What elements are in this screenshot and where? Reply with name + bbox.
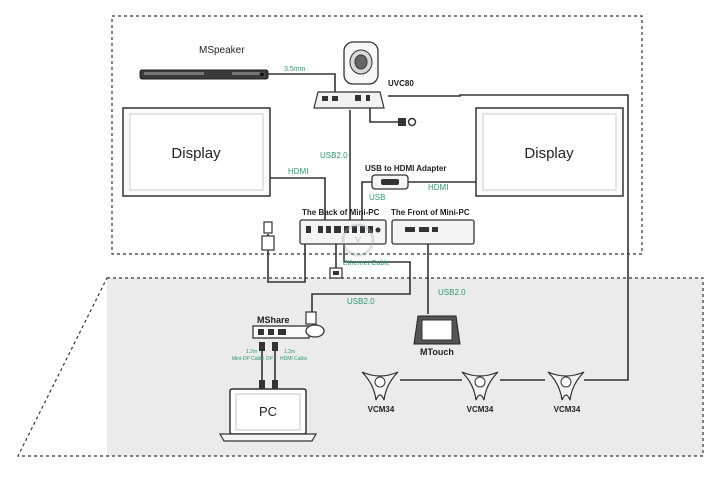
display-right-label: Display: [524, 145, 574, 162]
display-left-label: Display: [171, 145, 221, 162]
usb-hdmi-adapter: [371, 174, 409, 190]
svg-text:Y: Y: [354, 234, 362, 248]
adapter-label: USB to HDMI Adapter: [365, 164, 446, 173]
cable-minipc-power: [267, 234, 306, 283]
cable-hdmi-label: HDMI Cable: [280, 356, 307, 362]
mshare-cable-plugs: [259, 342, 278, 389]
table-area-border: [17, 277, 704, 457]
minipc-back: [299, 219, 387, 245]
mshare-device: [252, 311, 325, 339]
usb20-top-label: USB2.0: [320, 151, 348, 160]
vcm34-label-1: VCM34: [368, 405, 395, 414]
usb20-right-label: USB2.0: [438, 288, 466, 297]
cable-hdmi-left: [270, 177, 326, 222]
jack-label: 3.5mm: [284, 66, 306, 73]
mspeaker-device: [139, 69, 269, 80]
minipc-front: [391, 219, 475, 245]
vcm34-mic-2: [461, 371, 499, 403]
cable-camera-to-right: [388, 94, 629, 381]
brand-watermark: Y: [341, 223, 375, 257]
minipc-front-label: The Front of Mini-PC: [391, 208, 470, 217]
vcm34-mic-3: [547, 371, 585, 403]
uvc80-power-adapter: [398, 117, 417, 127]
minipc-power-adapter: [261, 221, 275, 251]
laptop-pc: [218, 388, 318, 442]
mtouch-device: [413, 315, 461, 345]
len-left-label: 1.2m: [246, 349, 257, 355]
vcm34-mic-1: [361, 371, 399, 403]
pc-label: PC: [259, 404, 277, 419]
cable-camera-power: [369, 108, 400, 123]
vcm34-label-2: VCM34: [467, 405, 494, 414]
wall-area-border: [111, 15, 643, 255]
uvc80-camera: [313, 41, 385, 109]
len-right-label: 1.2m: [284, 349, 295, 355]
usb-label: USB: [369, 193, 385, 202]
cable-minidp-label: Mini-DP Cable: [232, 356, 264, 362]
mtouch-label: MTouch: [420, 347, 454, 357]
minipc-back-label: The Back of Mini-PC: [302, 208, 380, 217]
usb20-mid-label: USB2.0: [347, 297, 375, 306]
uvc80-label: UVC80: [388, 79, 414, 88]
cable-speaker-camera: [268, 73, 336, 96]
dp-label: DP: [266, 356, 274, 362]
cable-usb-mshare: [311, 244, 411, 312]
mshare-label: MShare: [257, 315, 290, 325]
cable-adapter-usb: [361, 181, 372, 222]
ethernet-label: Ethernet Cable: [343, 260, 390, 267]
hdmi-right-label: HDMI: [428, 183, 448, 192]
table-area: [107, 278, 703, 456]
hdmi-left-label: HDMI: [288, 167, 308, 176]
ethernet-port: [329, 267, 343, 279]
mspeaker-label: MSpeaker: [199, 45, 245, 56]
vcm34-label-3: VCM34: [554, 405, 581, 414]
display-left: [122, 107, 271, 197]
display-right: [475, 107, 624, 197]
